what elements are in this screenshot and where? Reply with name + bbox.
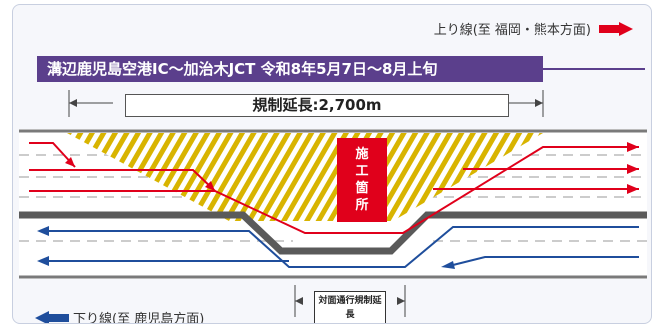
regulation-length: 規制延長:2,700m bbox=[125, 94, 509, 117]
work-site-char: 工 bbox=[355, 164, 369, 179]
work-site-char: 箇 bbox=[355, 181, 369, 196]
work-site-char: 所 bbox=[355, 198, 369, 213]
face-traffic-length: 400m bbox=[315, 322, 385, 323]
right-arrow-icon bbox=[599, 22, 633, 36]
schedule-banner: 溝辺鹿児島空港IC〜加治木JCT 令和8年5月7日〜8月上旬 bbox=[37, 56, 543, 82]
work-site-label: 施 工 箇 所 bbox=[337, 138, 387, 222]
banner-line bbox=[543, 68, 645, 70]
up-direction-label: 上り線(至 福岡・熊本方面) bbox=[433, 23, 591, 38]
face-traffic-box: 対面通行規制延長 400m bbox=[314, 291, 386, 323]
road-diagram bbox=[19, 129, 647, 317]
down-lane-arrows bbox=[37, 226, 639, 269]
diagram-frame: 上り線(至 福岡・熊本方面) 溝辺鹿児島空港IC〜加治木JCT 令和8年5月7日… bbox=[12, 4, 652, 324]
left-arrow-icon bbox=[35, 311, 69, 323]
work-site-char: 施 bbox=[355, 147, 369, 162]
down-direction-label: 下り線(至 鹿児島方面) bbox=[73, 312, 205, 324]
median-strip bbox=[19, 211, 647, 255]
closed-zone-hatch bbox=[67, 133, 543, 221]
up-lane-arrows bbox=[29, 142, 639, 234]
face-traffic-title: 対面通行規制延長 bbox=[318, 296, 382, 320]
